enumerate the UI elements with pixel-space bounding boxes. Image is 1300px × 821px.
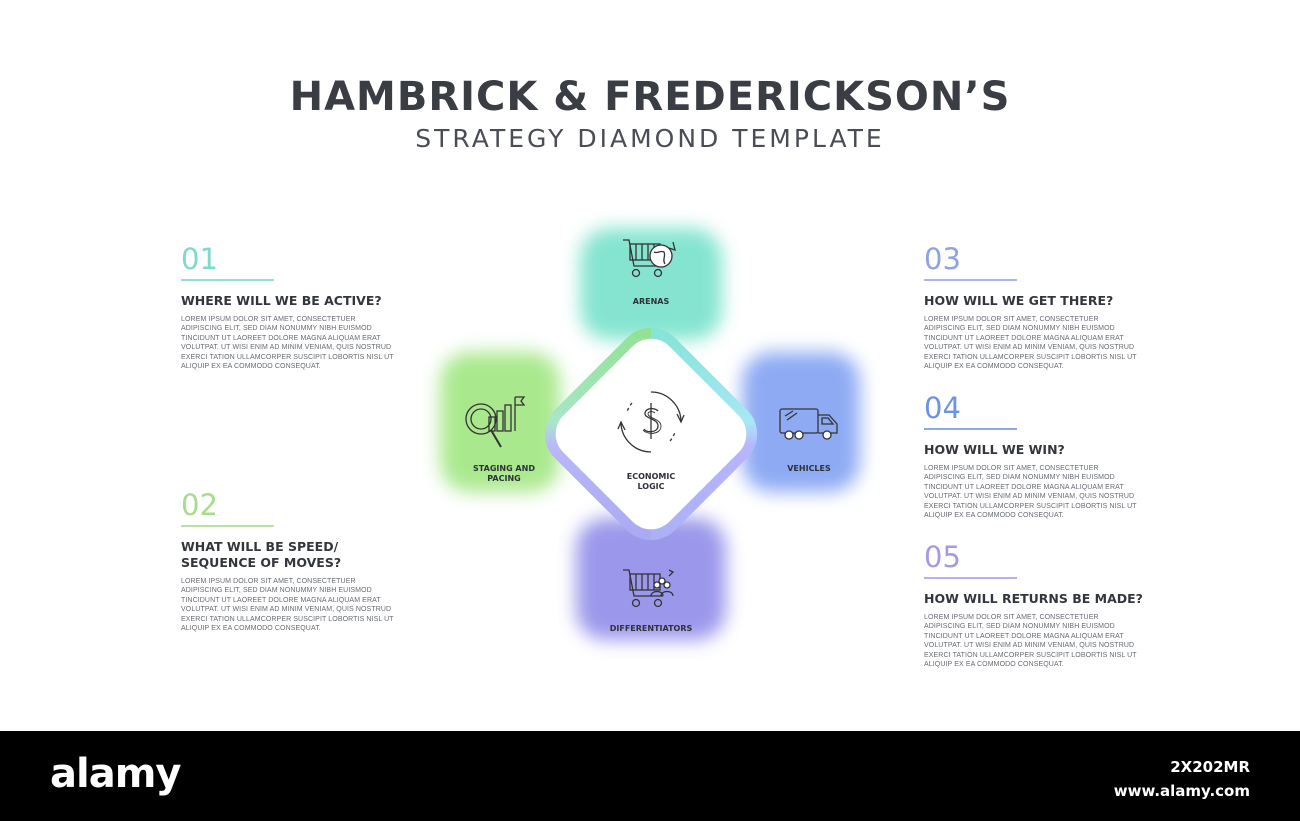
item-question: WHERE WILL WE BE ACTIVE? <box>181 293 382 308</box>
item-number: 04 <box>924 391 961 425</box>
item-rule <box>181 279 274 281</box>
vehicles-label: VEHICLES <box>787 464 831 473</box>
item-05: 05 HOW WILL RETURNS BE MADE? LOREM IPSUM… <box>924 540 1143 669</box>
item-04: 04 HOW WILL WE WIN? LOREM IPSUM DOLOR SI… <box>924 392 1139 520</box>
staging-label-line2: PACING <box>487 474 521 483</box>
item-body: LOREM IPSUM DOLOR SIT AMET, CONSECTETUER… <box>924 316 1137 371</box>
item-number: 05 <box>924 540 961 574</box>
center-label-line1: ECONOMIC <box>626 472 676 481</box>
item-question: WHAT WILL BE SPEED/ SEQUENCE OF MOVES? <box>181 539 396 571</box>
vehicles-tile <box>742 352 860 492</box>
item-01: 01 WHERE WILL WE BE ACTIVE? LOREM IPSUM … <box>181 243 396 371</box>
center-label-line2: LOGIC <box>637 482 665 491</box>
item-body: LOREM IPSUM DOLOR SIT AMET, CONSECTETUER… <box>924 465 1137 520</box>
item-body: LOREM IPSUM DOLOR SIT AMET, CONSECTETUER… <box>181 316 394 371</box>
dollar-cycle-icon <box>617 391 685 453</box>
page-title: HAMBRICK & FREDERICKSON’S <box>289 74 1011 120</box>
page-subtitle: STRATEGY DIAMOND TEMPLATE <box>415 124 885 153</box>
delivery-truck-icon <box>779 408 838 440</box>
item-question: HOW WILL WE WIN? <box>924 442 1065 457</box>
item-number: 02 <box>181 488 218 522</box>
site-url: www.alamy.com <box>1113 782 1250 800</box>
item-question: HOW WILL RETURNS BE MADE? <box>924 591 1143 606</box>
item-02: 02 WHAT WILL BE SPEED/ SEQUENCE OF MOVES… <box>181 489 396 633</box>
staging-label-line1: STAGING AND <box>473 464 535 473</box>
shopping-cart-people-icon <box>623 569 675 608</box>
alamy-logo: alamy <box>50 751 181 797</box>
item-number: 01 <box>181 242 218 276</box>
item-question: HOW WILL WE GET THERE? <box>924 293 1114 308</box>
arenas-label: ARENAS <box>632 297 670 306</box>
staging-tile <box>440 352 560 492</box>
center-label: ECONOMIC LOGIC <box>601 472 701 492</box>
shopping-cart-globe-icon <box>623 239 676 278</box>
item-03: 03 HOW WILL WE GET THERE? LOREM IPSUM DO… <box>924 243 1139 371</box>
item-body: LOREM IPSUM DOLOR SIT AMET, CONSECTETUER… <box>181 578 394 633</box>
staging-label: STAGING AND PACING <box>464 464 544 484</box>
footer-bar: alamy 2X202MR www.alamy.com <box>0 731 1300 821</box>
item-question-line1: WHAT WILL BE SPEED/ <box>181 539 339 554</box>
footer-info: 2X202MR www.alamy.com <box>1114 755 1250 803</box>
image-id: 2X202MR <box>1170 758 1250 776</box>
item-rule <box>181 525 274 527</box>
item-number: 03 <box>924 242 961 276</box>
magnifier-growth-chart-icon <box>465 396 526 448</box>
item-rule <box>924 577 1017 579</box>
item-question-line2: SEQUENCE OF MOVES? <box>181 555 342 570</box>
arenas-tile <box>580 228 722 340</box>
differentiators-label: DIFFERENTIATORS <box>609 624 693 633</box>
item-rule <box>924 279 1017 281</box>
item-rule <box>924 428 1017 430</box>
item-body: LOREM IPSUM DOLOR SIT AMET, CONSECTETUER… <box>924 614 1137 669</box>
